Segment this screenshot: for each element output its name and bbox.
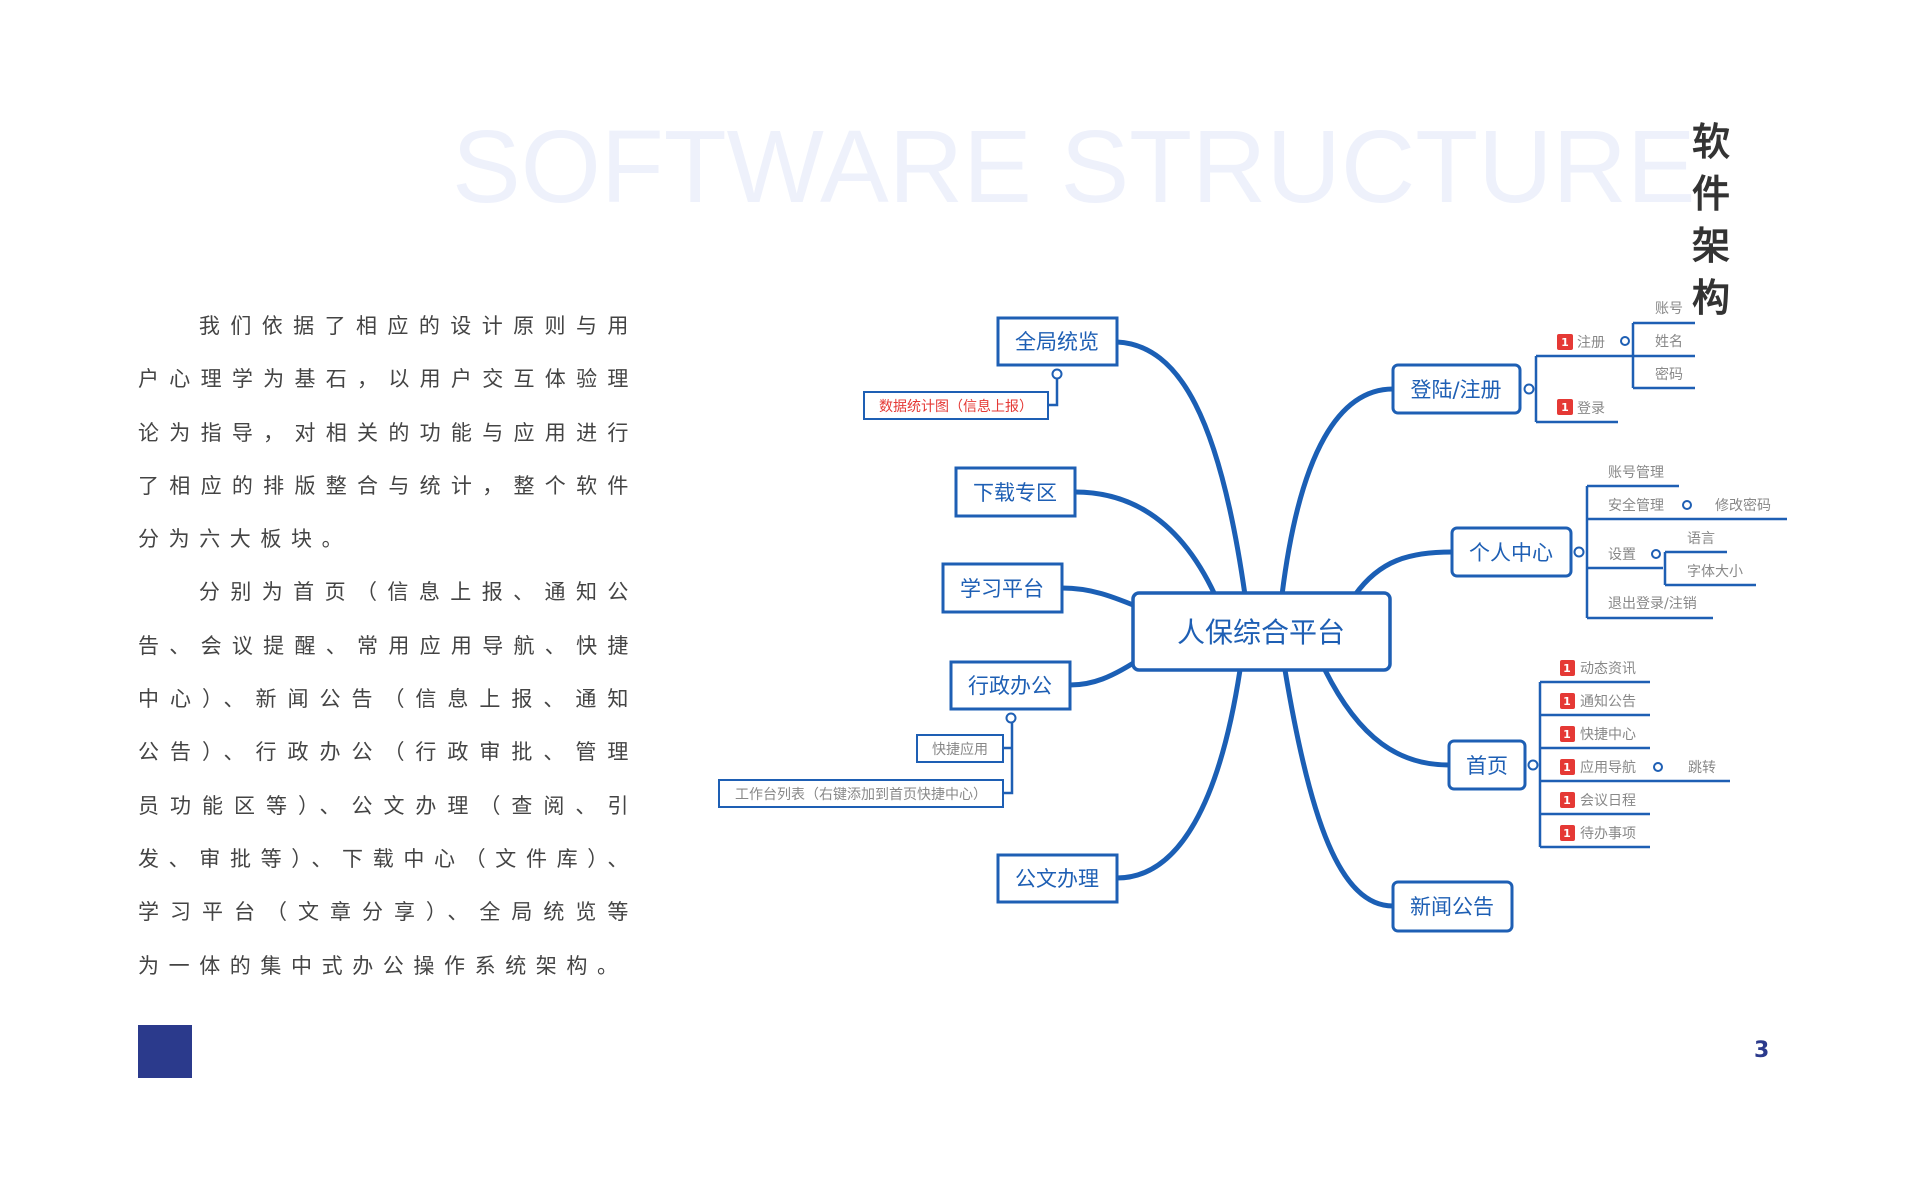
item-settings[interactable]: 设置 [1608, 547, 1636, 563]
title-line-2: 架 构 [1692, 224, 1747, 320]
node-home[interactable]: 首页 [1447, 739, 1527, 791]
collapse-dot[interactable] [1051, 368, 1063, 380]
svg-text:会议日程: 会议日程 [1580, 793, 1636, 809]
accent-square [138, 1025, 192, 1078]
node-overview[interactable]: 全局统览 [996, 316, 1119, 367]
item-language[interactable]: 语言 [1687, 531, 1715, 547]
home-item[interactable]: 1 待办事项 [1560, 825, 1636, 842]
svg-text:1: 1 [1563, 761, 1571, 774]
svg-text:待办事项: 待办事项 [1580, 826, 1636, 842]
home-item[interactable]: 1 快捷中心 [1560, 726, 1636, 743]
branch-news [1282, 667, 1396, 909]
svg-text:1: 1 [1561, 336, 1569, 349]
node-quick-apps[interactable]: 快捷应用 [916, 734, 1004, 763]
svg-text:登陆/注册: 登陆/注册 [1410, 378, 1501, 402]
item-account-mgmt[interactable]: 账号管理 [1608, 465, 1664, 481]
svg-text:1: 1 [1561, 401, 1569, 414]
branch-overview [1114, 339, 1248, 598]
svg-text:数据统计图（信息上报）: 数据统计图（信息上报） [879, 398, 1033, 415]
svg-text:行政办公: 行政办公 [968, 674, 1052, 698]
connector [1538, 680, 1730, 849]
node-docs[interactable]: 公文办理 [996, 853, 1119, 904]
item-password[interactable]: 密码 [1655, 366, 1683, 383]
collapse-dot[interactable] [1620, 336, 1630, 346]
svg-text:1: 1 [1563, 827, 1571, 840]
connector [1585, 484, 1787, 620]
svg-text:1: 1 [1563, 794, 1571, 807]
connector [1003, 723, 1014, 795]
branch-login [1279, 386, 1396, 598]
title-line-1: 软 件 [1692, 120, 1747, 216]
connector [1534, 321, 1695, 424]
description: 我们依据了相应的设计原则与用户心理学为基石，以用户交互体验理论为指导，对相关的功… [138, 300, 638, 993]
svg-text:下载专区: 下载专区 [973, 481, 1057, 505]
item-signin[interactable]: 登录 [1577, 401, 1605, 417]
svg-text:1: 1 [1563, 728, 1571, 741]
item-change-password[interactable]: 修改密码 [1715, 497, 1771, 514]
item-register[interactable]: 注册 [1577, 335, 1605, 351]
collapse-dot[interactable] [1005, 712, 1017, 724]
svg-text:通知公告: 通知公告 [1580, 693, 1636, 710]
center-node[interactable]: 人保综合平台 [1131, 591, 1392, 672]
svg-text:快捷中心: 快捷中心 [1580, 727, 1636, 743]
collapse-dot[interactable] [1682, 500, 1692, 510]
svg-text:1: 1 [1563, 695, 1571, 708]
node-download[interactable]: 下载专区 [954, 466, 1077, 518]
node-personal[interactable]: 个人中心 [1450, 526, 1573, 578]
svg-text:1: 1 [1563, 662, 1571, 675]
connector [1048, 379, 1059, 407]
paragraph-2: 分别为首页（信息上报、通知公告、会议提醒、常用应用导航、快捷中心）、新闻公告（信… [138, 580, 638, 978]
svg-text:应用导航: 应用导航 [1580, 759, 1636, 776]
center-label: 人保综合平台 [1177, 616, 1345, 649]
svg-text:公文办理: 公文办理 [1015, 867, 1099, 891]
priority-badge [1557, 399, 1573, 415]
collapse-dot[interactable] [1651, 549, 1661, 559]
home-item[interactable]: 1 会议日程 [1560, 792, 1636, 809]
node-admin[interactable]: 行政办公 [949, 660, 1072, 711]
item-jump[interactable]: 跳转 [1688, 760, 1716, 776]
collapse-dot[interactable] [1527, 759, 1539, 771]
branch-docs [1114, 667, 1243, 881]
home-item[interactable]: 1 通知公告 [1560, 693, 1636, 710]
svg-text:新闻公告: 新闻公告 [1410, 895, 1494, 919]
priority-badge [1557, 334, 1573, 350]
svg-text:首页: 首页 [1466, 754, 1508, 778]
branch-personal [1352, 549, 1455, 598]
branch-home [1322, 667, 1452, 768]
collapse-dot[interactable] [1523, 383, 1535, 395]
page-title: 软 件 架 构 [1692, 116, 1802, 324]
home-item[interactable]: 1 动态资讯 [1560, 660, 1636, 677]
svg-text:全局统览: 全局统览 [1015, 330, 1099, 354]
page-number: 3 [1754, 1038, 1770, 1063]
svg-text:学习平台: 学习平台 [960, 577, 1044, 601]
paragraph-1: 我们依据了相应的设计原则与用户心理学为基石，以用户交互体验理论为指导，对相关的功… [138, 314, 638, 552]
svg-text:个人中心: 个人中心 [1469, 541, 1553, 565]
node-learning[interactable]: 学习平台 [941, 562, 1064, 614]
item-logout[interactable]: 退出登录/注销 [1608, 596, 1697, 612]
item-font-size[interactable]: 字体大小 [1687, 564, 1743, 580]
item-account[interactable]: 账号 [1655, 301, 1683, 317]
node-overview-child[interactable]: 数据统计图（信息上报） [863, 391, 1049, 420]
svg-text:工作台列表（右键添加到首页快捷中心）: 工作台列表（右键添加到首页快捷中心） [735, 787, 987, 803]
home-item[interactable]: 1 应用导航 [1560, 759, 1636, 776]
item-security[interactable]: 安全管理 [1608, 497, 1664, 514]
collapse-dot[interactable] [1653, 762, 1663, 772]
svg-text:动态资讯: 动态资讯 [1580, 661, 1636, 677]
node-workbench-list[interactable]: 工作台列表（右键添加到首页快捷中心） [718, 779, 1004, 808]
item-name[interactable]: 姓名 [1655, 334, 1683, 350]
node-login[interactable]: 登陆/注册 [1391, 363, 1522, 415]
branch-download [1072, 489, 1218, 598]
node-news[interactable]: 新闻公告 [1391, 880, 1514, 933]
watermark-title: SOFTWARE STRUCTURE [452, 109, 1696, 224]
svg-text:快捷应用: 快捷应用 [932, 741, 988, 758]
collapse-dot[interactable] [1573, 546, 1585, 558]
